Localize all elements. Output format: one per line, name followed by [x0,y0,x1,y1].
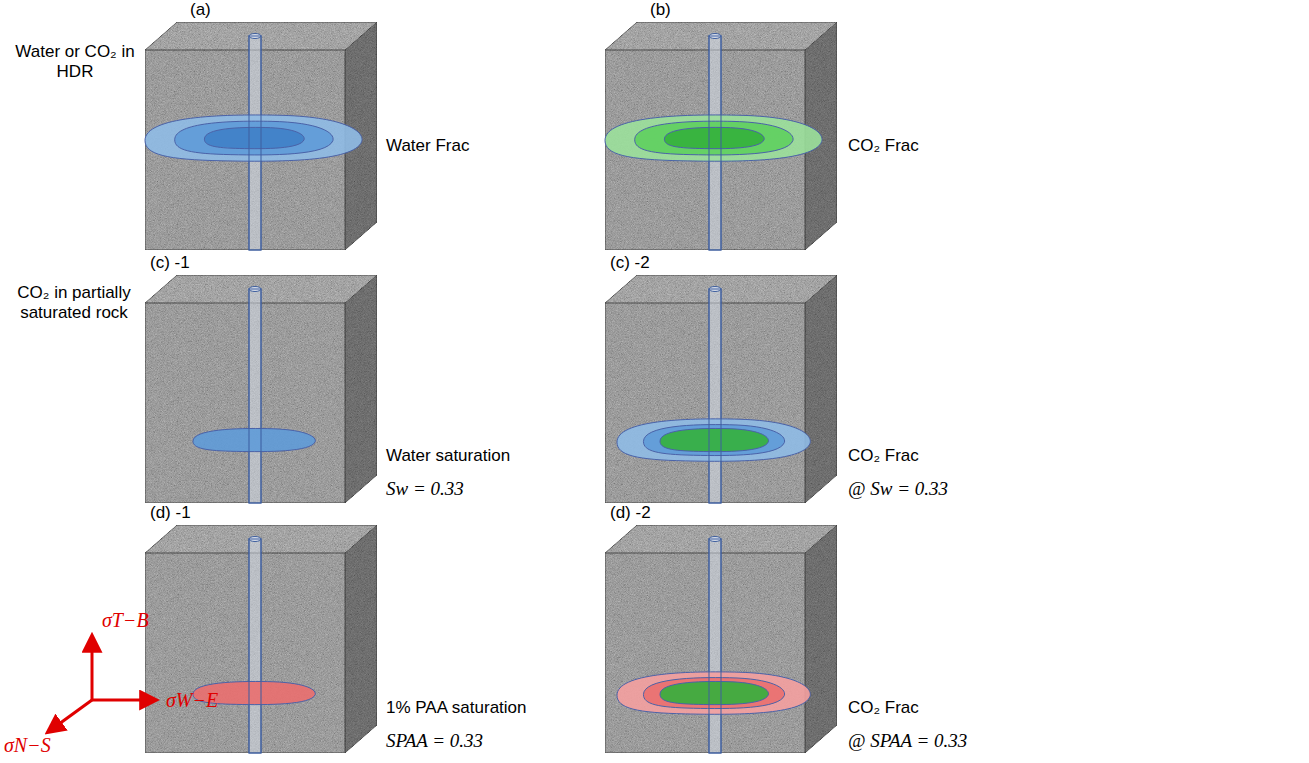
axis-arrow [48,700,92,732]
axis-label: σW−E [166,688,218,712]
row-label: Water or CO₂ in HDR [14,42,136,83]
wellbore-outline [249,539,261,753]
panel-label: @ SPAA = 0.33 [848,730,967,753]
panel-label: (c) -1 [150,253,190,273]
wellbore [709,289,721,503]
cube-front [605,303,805,503]
axis-label: σN−S [4,733,51,757]
cube-side [345,275,377,503]
panel-label: Water Frac [386,136,469,156]
fracture-zone [204,127,304,148]
wellbore [249,539,261,753]
wellbore-outline [709,36,721,250]
panel-label: SPAA = 0.33 [386,730,483,753]
fracture-zone [643,425,784,456]
wellbore [249,289,261,503]
wellbore-outline [249,289,261,503]
fracture-zone [643,678,784,709]
panel-label: 1% PAA saturation [386,698,527,718]
panel-label: @ Sw = 0.33 [848,478,948,501]
fracture-zone [617,419,810,461]
rock-cube [145,525,377,753]
rock-cube [605,275,837,503]
fracture-zone [605,115,822,161]
panel-label: Water saturation [386,446,510,466]
wellbore-outline [709,539,721,753]
panel-label: (c) -2 [610,253,650,273]
fracture-zone [660,681,769,704]
stress-axes [48,636,156,732]
rock-cube [605,525,837,753]
panel-label: CO₂ Frac [848,698,919,718]
rock-cube [145,275,377,503]
panel-label: (b) [650,0,671,20]
fracture-zone [175,121,333,155]
cube-side [805,275,837,503]
rock-cube [145,22,377,250]
wellbore [709,539,721,753]
panel-label: CO₂ Frac [848,136,919,156]
cube-front [145,303,345,503]
panel-label: CO₂ Frac [848,446,919,466]
panel-label: Sw = 0.33 [386,478,464,501]
fracture-zone [145,115,362,161]
fracture-zone [617,672,810,714]
fracture-zone [664,127,764,148]
panel-label: (d) -2 [610,503,651,523]
cube-front [605,553,805,753]
fracture-zone [660,428,769,451]
cube-side [805,525,837,753]
wellbore-outline [249,36,261,250]
axis-arrow [91,636,94,700]
axis-arrow [92,699,156,702]
row-label: CO₂ in partially saturated rock [8,283,140,324]
wellbore-outline [709,289,721,503]
panel-label: (a) [190,0,211,20]
cube-front [145,553,345,753]
cube-side [345,525,377,753]
fracture-zone [635,121,793,155]
rock-cube [605,22,837,250]
panel-label: (d) -1 [150,503,191,523]
axis-label: σT−B [102,608,149,632]
fracture-zone [193,428,315,451]
